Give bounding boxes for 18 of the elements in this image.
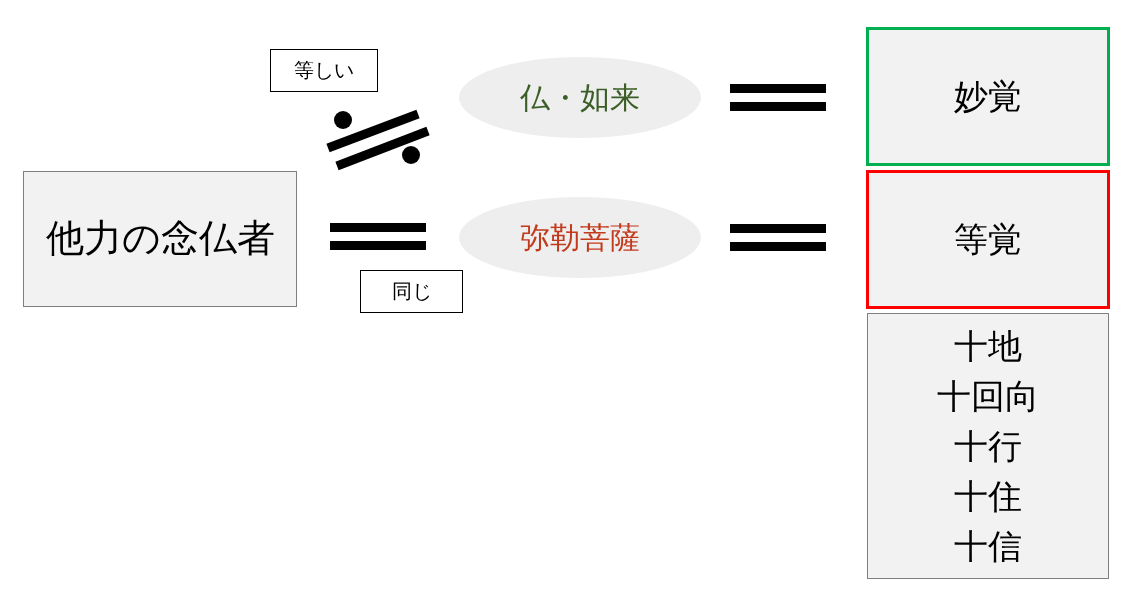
node-label: 仏・如来 — [520, 78, 640, 117]
note-box — [360, 270, 463, 313]
rank-box — [866, 27, 1110, 166]
stage-label: 十回向 — [937, 375, 1039, 418]
node-label: 同じ — [391, 279, 432, 304]
node-label: 妙覚 — [954, 75, 1022, 118]
stage-label: 十地 — [954, 325, 1022, 368]
subject-box — [23, 171, 297, 307]
note-box — [270, 49, 378, 92]
node-label: 等しい — [294, 58, 354, 83]
node-label: 等覚 — [954, 218, 1022, 261]
stage-label: 十行 — [954, 425, 1022, 468]
node-label: 他力の念仏者 — [45, 215, 275, 263]
rank-box — [866, 170, 1110, 309]
stage-label: 十信 — [954, 525, 1022, 568]
stage-label: 十住 — [954, 475, 1022, 518]
stage-list-box — [867, 313, 1109, 579]
node-label: 弥勒菩薩 — [520, 218, 640, 257]
